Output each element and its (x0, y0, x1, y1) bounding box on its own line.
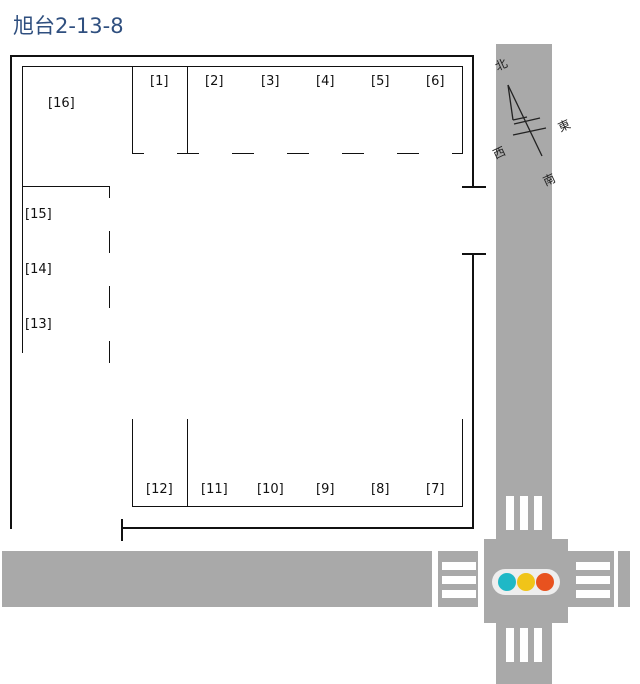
space-label-9: [9] (316, 482, 335, 497)
space-label-15: [15] (25, 207, 52, 222)
traffic-signal (492, 569, 560, 595)
horizontal-road-east-end (618, 551, 630, 607)
vertical-road-north (496, 44, 552, 540)
signal-lamp-yellow (517, 573, 535, 591)
space-label-8: [8] (371, 482, 390, 497)
space-label-4: [4] (316, 74, 335, 89)
space-label-13: [13] (25, 317, 52, 332)
space-label-5: [5] (371, 74, 390, 89)
page-title: 旭台2-13-8 (13, 14, 124, 38)
space-label-11: [11] (201, 482, 228, 497)
horizontal-road-west (2, 551, 432, 607)
space-label-16: [16] (48, 96, 75, 111)
space-label-3: [3] (261, 74, 280, 89)
space-label-7: [7] (426, 482, 445, 497)
signal-lamp-blue (498, 573, 516, 591)
space-label-1: [1] (150, 74, 169, 89)
space-label-6: [6] (426, 74, 445, 89)
space-label-10: [10] (257, 482, 284, 497)
compass-icon (507, 84, 547, 157)
space-label-12: [12] (146, 482, 173, 497)
space-label-2: [2] (205, 74, 224, 89)
space-label-14: [14] (25, 262, 52, 277)
horizontal-road-east-stub (568, 551, 576, 607)
signal-lamp-red (536, 573, 554, 591)
